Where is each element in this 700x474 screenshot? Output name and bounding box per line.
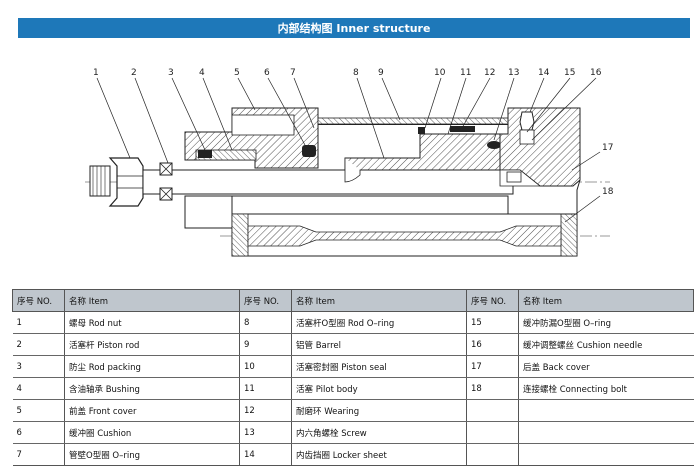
part-name-cell: 内六角螺栓 Screw <box>291 421 467 444</box>
part-number-cell: 9 <box>239 333 292 356</box>
part-name-cell: 耐磨环 Wearing <box>291 399 467 422</box>
header-no-1: 序号 NO. <box>12 289 65 312</box>
callout-2: 2 <box>131 68 137 78</box>
back-cover-shape <box>499 107 581 187</box>
part-name-cell <box>518 399 694 422</box>
part-number-cell: 6 <box>12 421 65 444</box>
callout-7: 7 <box>290 68 296 78</box>
callout-5: 5 <box>234 68 240 78</box>
part-name-cell: 内齿挡圈 Locker sheet <box>291 443 467 466</box>
bushing-shape <box>195 149 257 161</box>
barrel-shape <box>317 117 509 125</box>
part-name-cell: 铝管 Barrel <box>291 333 467 356</box>
part-name-cell: 含油轴承 Bushing <box>64 377 240 400</box>
callout-10: 10 <box>434 68 446 78</box>
callout-1: 1 <box>93 68 99 78</box>
callout-3: 3 <box>168 68 174 78</box>
part-number-cell: 8 <box>239 311 292 334</box>
header-item-1: 名称 Item <box>64 289 240 312</box>
part-name-cell: 防尘 Rod packing <box>64 355 240 378</box>
section-title-banner: 内部结构图 Inner structure <box>18 18 690 38</box>
callout-18: 18 <box>602 187 614 197</box>
rod-nut-shape <box>89 157 144 207</box>
connecting-bolt-shape <box>231 213 578 257</box>
callout-14: 14 <box>538 68 550 78</box>
part-name-cell: 螺母 Rod nut <box>64 311 240 334</box>
part-number-cell: 4 <box>12 377 65 400</box>
callout-8: 8 <box>353 68 359 78</box>
header-item-2: 名称 Item <box>291 289 467 312</box>
part-number-cell: 3 <box>12 355 65 378</box>
callout-17: 17 <box>602 143 613 153</box>
part-name-cell <box>518 443 694 466</box>
part-name-cell: 缓冲调整螺丝 Cushion needle <box>518 333 694 356</box>
part-number-cell: 2 <box>12 333 65 356</box>
callout-16: 16 <box>590 68 602 78</box>
part-name-cell: 连接螺栓 Connecting bolt <box>518 377 694 400</box>
part-name-cell: 缓冲圈 Cushion <box>64 421 240 444</box>
part-number-cell: 7 <box>12 443 65 466</box>
part-name-cell: 前盖 Front cover <box>64 399 240 422</box>
parts-table-header: 序号 NO. 名称 Item 序号 NO. 名称 Item 序号 NO. 名称 … <box>12 289 694 312</box>
header-no-3: 序号 NO. <box>466 289 519 312</box>
part-number-cell <box>466 443 519 466</box>
leader-lines <box>96 77 601 223</box>
callout-9: 9 <box>378 68 384 78</box>
part-name-cell: 活塞杆 Piston rod <box>64 333 240 356</box>
part-number-cell: 13 <box>239 421 292 444</box>
part-number-cell: 1 <box>12 311 65 334</box>
part-number-cell: 18 <box>466 377 519 400</box>
part-name-cell: 缓冲防漏O型圈 O–ring <box>518 311 694 334</box>
part-number-cell: 10 <box>239 355 292 378</box>
piston-rod-shape <box>142 169 514 195</box>
header-no-2: 序号 NO. <box>239 289 292 312</box>
part-name-cell: 活塞杆O型圈 Rod O–ring <box>291 311 467 334</box>
part-name-cell <box>518 421 694 444</box>
callout-11: 11 <box>460 68 471 78</box>
callout-12: 12 <box>484 68 495 78</box>
header-item-3: 名称 Item <box>518 289 694 312</box>
part-number-cell: 14 <box>239 443 292 466</box>
callout-13: 13 <box>508 68 519 78</box>
part-number-cell <box>466 399 519 422</box>
part-number-cell: 16 <box>466 333 519 356</box>
part-number-cell: 12 <box>239 399 292 422</box>
part-number-cell: 5 <box>12 399 65 422</box>
part-name-cell: 活塞 Pilot body <box>291 377 467 400</box>
part-number-cell: 15 <box>466 311 519 334</box>
callout-15: 15 <box>564 68 575 78</box>
part-name-cell: 管壁O型圈 O–ring <box>64 443 240 466</box>
section-title: 内部结构图 Inner structure <box>277 22 431 35</box>
part-number-cell <box>466 421 519 444</box>
cylinder-cross-section-diagram: 1 2 3 4 5 6 7 8 9 10 11 12 13 14 15 16 1… <box>85 68 614 257</box>
callout-6: 6 <box>264 68 270 78</box>
part-number-cell: 11 <box>239 377 292 400</box>
front-cover-shape <box>184 107 319 229</box>
part-name-cell: 活塞密封圈 Piston seal <box>291 355 467 378</box>
part-name-cell: 后盖 Back cover <box>518 355 694 378</box>
parts-table: 序号 NO. 名称 Item 序号 NO. 名称 Item 序号 NO. 名称 … <box>12 289 694 466</box>
callout-4: 4 <box>199 68 205 78</box>
part-number-cell: 17 <box>466 355 519 378</box>
